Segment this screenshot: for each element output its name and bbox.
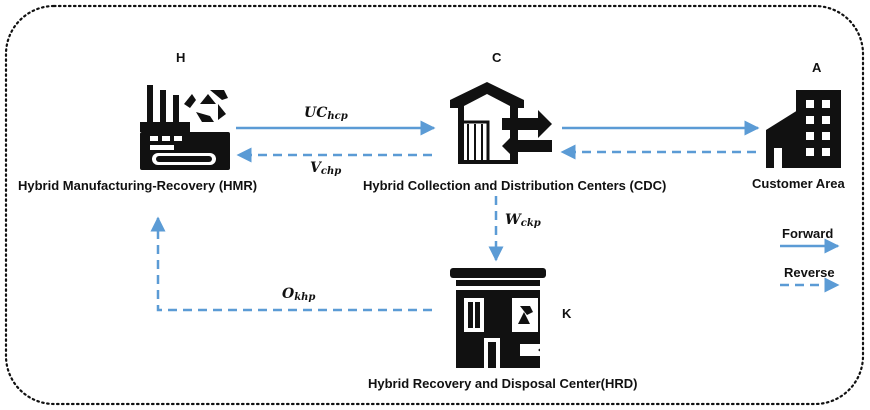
flow-label-o-sub: khp [294,292,316,303]
hrd-label: Hybrid Recovery and Disposal Center(HRD) [368,376,638,391]
customer-area-label: Customer Area [752,176,845,191]
flow-label-v: Vchp [310,160,342,177]
node-letter-k: K [562,306,572,321]
flow-label-w: Wckp [505,212,541,229]
dotted-border [4,4,865,406]
node-letter-h: H [176,50,186,65]
legend-forward-label: Forward [782,226,834,241]
flow-label-w-sub: ckp [520,218,541,229]
flow-label-uc: UChcp [304,105,348,122]
building-icon [766,90,841,168]
flow-label-v-sub: chp [320,166,342,177]
flow-label-o: Okhp [282,286,316,303]
recovery-center-icon [450,268,546,368]
o-reverse-arrow [150,216,432,312]
node-letter-c: C [492,50,502,65]
cdc-label: Hybrid Collection and Distribution Cente… [363,178,667,193]
warehouse-icon [450,82,552,164]
hmr-label: Hybrid Manufacturing-Recovery (HMR) [18,178,258,193]
flow-label-uc-sub: hcp [327,111,348,122]
legend-reverse-label: Reverse [784,265,835,280]
factory-icon [140,85,230,170]
flow-label-v-main: V [310,160,321,176]
flow-label-uc-main: UC [304,105,328,121]
flow-label-o-main: O [282,286,295,302]
node-letter-a: A [812,60,822,75]
flow-label-w-main: W [505,212,521,228]
